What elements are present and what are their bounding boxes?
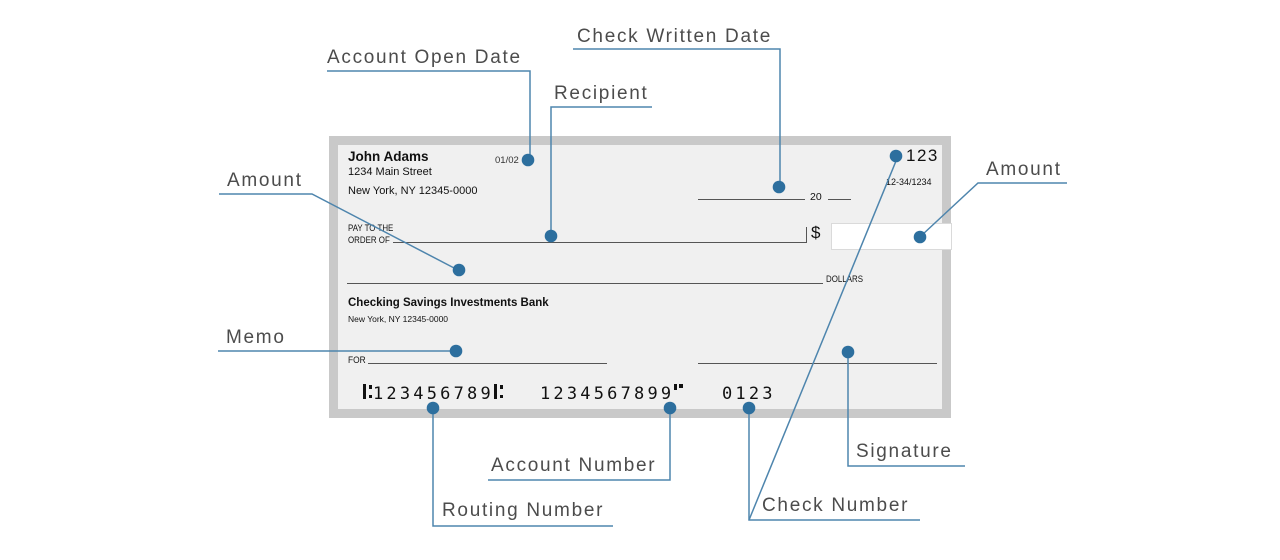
label-amount-left: Amount	[227, 170, 303, 191]
pay-to-label-line2: ORDER OF	[348, 235, 390, 245]
label-memo: Memo	[226, 327, 286, 348]
fraction-code: 12-34/1234	[886, 177, 932, 187]
date-line	[698, 199, 805, 200]
memo-line	[368, 363, 607, 364]
label-check-number: Check Number	[762, 495, 910, 516]
label-signature: Signature	[856, 441, 953, 462]
amount-words-line	[347, 283, 823, 284]
memo-label-text: FOR	[348, 355, 366, 366]
micr-transit-icon	[363, 384, 373, 399]
micr-check-number: 0123	[722, 384, 776, 404]
payee-line	[393, 242, 807, 243]
micr-transit-icon	[493, 384, 504, 399]
dollars-label-text: DOLLARS	[826, 274, 863, 284]
dollar-sign: $	[811, 223, 821, 242]
check-number-top-value: 123	[906, 146, 939, 165]
pay-to-label-line1: PAY TO THE	[348, 223, 394, 233]
account-open-date-value: 01/02	[495, 155, 519, 166]
bank-name: Checking Savings Investments Bank	[348, 297, 549, 309]
micr-account-group: 1234567899	[540, 384, 685, 404]
signature-line	[698, 363, 937, 364]
account-holder-address1: 1234 Main Street	[348, 166, 432, 178]
account-holder-name: John Adams	[348, 149, 429, 164]
account-holder-address2: New York, NY 12345-0000	[348, 185, 478, 197]
micr-routing-group: 123456789	[363, 384, 504, 404]
amount-box	[831, 223, 952, 250]
label-recipient: Recipient	[554, 83, 649, 104]
micr-check-group: 0123	[722, 384, 776, 404]
label-account-number: Account Number	[491, 455, 657, 476]
label-account-open-date: Account Open Date	[327, 47, 522, 68]
pay-to-label: PAY TO THE ORDER OF	[348, 222, 400, 246]
dollars-label: DOLLARS	[826, 274, 868, 284]
micr-routing-number: 123456789	[373, 384, 494, 404]
label-amount-right: Amount	[986, 159, 1062, 180]
label-routing-number: Routing Number	[442, 500, 605, 521]
bank-address: New York, NY 12345-0000	[348, 314, 449, 324]
date-year-line	[828, 199, 851, 200]
date-year-prefix: 20	[810, 191, 822, 203]
micr-account-number: 1234567899	[540, 384, 675, 404]
label-check-written-date: Check Written Date	[577, 26, 772, 47]
memo-label-for: FOR	[348, 355, 368, 366]
micr-on-us-icon	[674, 384, 685, 399]
payee-line-end-tick	[806, 227, 807, 243]
